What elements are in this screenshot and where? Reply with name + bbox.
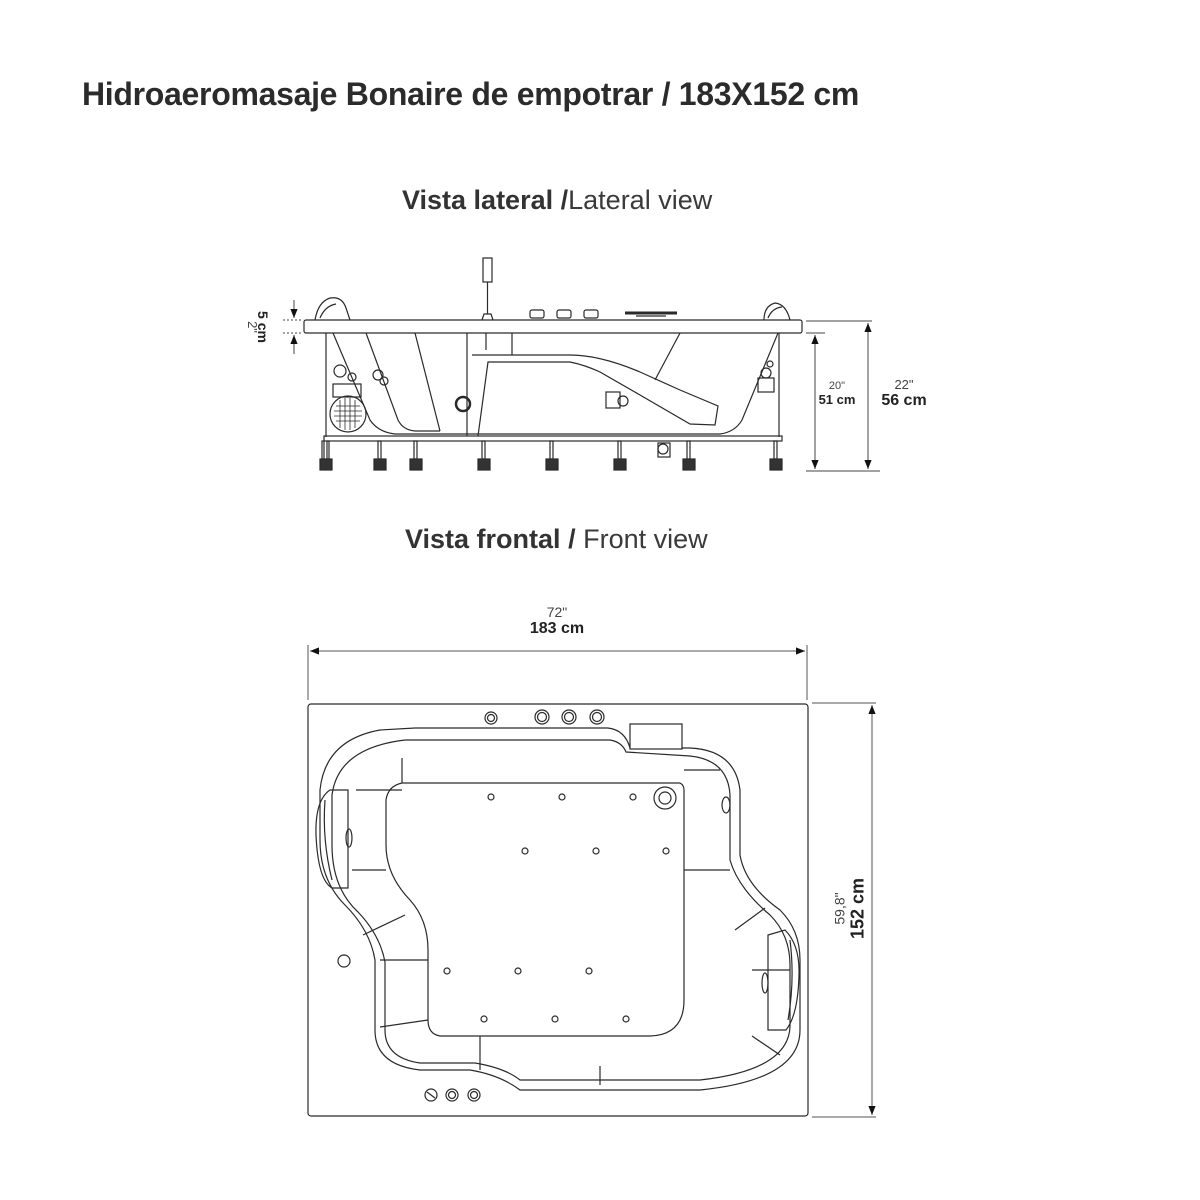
tub-body (332, 332, 779, 435)
basin-outer-contour (319, 727, 801, 1091)
lateral-view-drawing (303, 257, 803, 471)
total-height-label: 22" 56 cm (872, 377, 936, 410)
front-heading-es: Vista frontal (405, 524, 561, 554)
drain-icon (653, 786, 677, 810)
lateral-dimensions (283, 300, 880, 472)
jet-icon (454, 395, 472, 413)
headrest-right-icon (763, 302, 791, 321)
front-heading-en: Front view (583, 524, 708, 554)
knob-icon (556, 309, 572, 319)
inner-height-cm: 51 cm (818, 392, 856, 407)
front-view-heading: Vista frontal / Front view (405, 524, 708, 555)
hand-shower-icon (482, 257, 493, 283)
support-legs (319, 440, 783, 471)
depth-cm: 152 cm (847, 877, 868, 940)
depth-inches: 59,8" (831, 892, 848, 925)
total-height-inches: 22" (894, 377, 914, 392)
waterfall-box-icon (629, 723, 683, 750)
tub-rim (303, 319, 803, 334)
heading-separator: / (560, 185, 569, 215)
lateral-heading-es: Vista lateral (402, 185, 554, 215)
inner-height-inches: 20" (828, 380, 846, 392)
lateral-view-heading: Vista lateral /Lateral view (402, 185, 712, 216)
jet-nozzle-icon (605, 391, 621, 409)
seat-contour (472, 354, 719, 437)
knob-icon (445, 1088, 459, 1102)
inner-height-label: 20" 51 cm (812, 380, 862, 407)
knob-icon (534, 709, 550, 725)
tub-outline (307, 703, 809, 1117)
knob-icon (529, 309, 545, 319)
basin-floor (385, 782, 685, 1037)
knob-icon (467, 1088, 481, 1102)
knob-icon (583, 309, 599, 319)
width-label: 72" 183 cm (507, 604, 607, 638)
drain-icon (657, 443, 669, 455)
front-dimensions (307, 645, 876, 1118)
air-jets (443, 793, 670, 1023)
knob-icon (424, 1088, 438, 1102)
jet-icon (337, 954, 351, 968)
knob-icon (484, 711, 498, 725)
page-title: Hidroaeromasaje Bonaire de empotrar / 18… (82, 76, 860, 112)
pump-motor-icon (329, 395, 367, 433)
front-view-drawing (307, 703, 809, 1117)
headrest-left-icon (314, 297, 351, 321)
headrest-right-icon (767, 929, 800, 1031)
total-height-cm: 56 cm (881, 392, 927, 409)
headrest-left-icon (315, 789, 349, 889)
width-inches: 72" (546, 604, 568, 620)
depth-label: 59,8" 152 cm (832, 859, 869, 959)
rim-thickness-inches: 2" (245, 321, 260, 333)
knob-icon (561, 709, 577, 725)
rim-thickness-inches-label: 2" (243, 297, 261, 357)
lateral-heading-en: Lateral view (568, 185, 713, 215)
base-frame (323, 435, 783, 442)
knob-icon (589, 709, 605, 725)
heading-separator: / (568, 524, 576, 554)
width-cm: 183 cm (529, 620, 585, 637)
